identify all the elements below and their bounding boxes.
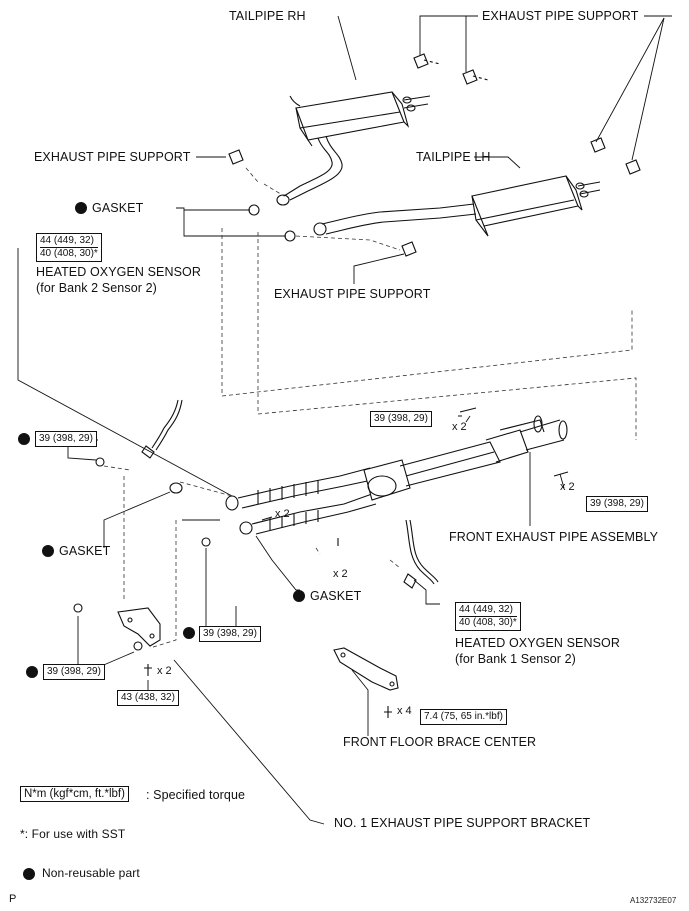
label-front-exhaust-pipe-assembly: FRONT EXHAUST PIPE ASSEMBLY	[449, 530, 659, 544]
tailpipe-lh-part	[313, 175, 601, 237]
torque-bank1-a: 44 (449, 32)	[459, 604, 513, 615]
label-heated-o2-bank2-sub: (for Bank 2 Sensor 2)	[36, 281, 157, 295]
label-heated-o2-bank2: HEATED OXYGEN SENSOR	[36, 265, 201, 279]
front-floor-brace-part	[333, 647, 399, 691]
footer-figure-id: A132732E07	[630, 896, 677, 905]
multiplier-x2-right: x 2	[560, 481, 575, 493]
label-tailpipe-lh: TAILPIPE LH	[416, 150, 491, 164]
legend-torque-unit: N*m (kgf*cm, ft.*lbf)	[20, 786, 129, 802]
torque-left-nut: 39 (398, 29)	[39, 433, 93, 444]
torque-box-bracket-bolt: 43 (438, 32)	[117, 690, 179, 706]
non-reusable-icon	[75, 202, 87, 214]
non-reusable-icon	[18, 433, 30, 445]
torque-bank2-b: 40 (408, 30)*	[40, 247, 98, 259]
support-bracket-part	[117, 607, 161, 647]
legend-non-reusable: Non-reusable part	[42, 866, 140, 880]
torque-box-bank2: 44 (449, 32) 40 (408, 30)*	[36, 233, 102, 262]
torque-bracket-left: 39 (398, 29)	[47, 666, 101, 677]
torque-bank1-b: 40 (408, 30)*	[459, 616, 517, 628]
torque-box-brace: 7.4 (75, 65 in.*lbf)	[420, 709, 507, 725]
label-gasket-mid: GASKET	[310, 589, 362, 603]
footer-page-letter: P	[9, 893, 17, 905]
label-front-floor-brace-center: FRONT FLOOR BRACE CENTER	[343, 735, 537, 749]
torque-box-left-nut: 39 (398, 29)	[35, 431, 97, 447]
multiplier-x2-pipe: x 2	[275, 508, 290, 520]
non-reusable-icon	[42, 545, 54, 557]
label-gasket-left: GASKET	[59, 544, 111, 558]
torque-box-bank1: 44 (449, 32) 40 (408, 30)*	[455, 602, 521, 631]
non-reusable-icon	[26, 666, 38, 678]
front-exhaust-pipe-part	[225, 415, 568, 535]
label-no1-support-bracket: NO. 1 EXHAUST PIPE SUPPORT BRACKET	[334, 816, 591, 830]
label-heated-o2-bank1-sub: (for Bank 1 Sensor 2)	[455, 652, 576, 666]
non-reusable-icon	[23, 868, 35, 880]
non-reusable-icon	[293, 590, 305, 602]
torque-center-bolt: 39 (398, 29)	[374, 413, 428, 424]
multiplier-x2-lower: x 2	[333, 568, 348, 580]
label-tailpipe-rh: TAILPIPE RH	[229, 9, 306, 23]
multiplier-x4-brace: x 4	[397, 705, 412, 717]
multiplier-x2-center: x 2	[452, 421, 467, 433]
multiplier-x2-bracket: x 2	[157, 665, 172, 677]
torque-bracket-mid: 39 (398, 29)	[203, 628, 257, 639]
label-gasket-top: GASKET	[92, 201, 144, 215]
label-exhaust-pipe-support-top: EXHAUST PIPE SUPPORT	[482, 9, 639, 23]
torque-bracket-bolt: 43 (438, 32)	[121, 692, 175, 703]
torque-box-right-bolt: 39 (398, 29)	[586, 496, 648, 512]
legend-sst-note: *: For use with SST	[20, 827, 126, 841]
torque-box-bracket-left: 39 (398, 29)	[43, 664, 105, 680]
torque-box-bracket-mid: 39 (398, 29)	[199, 626, 261, 642]
non-reusable-icon	[183, 627, 195, 639]
label-heated-o2-bank1: HEATED OXYGEN SENSOR	[455, 636, 620, 650]
torque-right-bolt: 39 (398, 29)	[590, 498, 644, 509]
label-exhaust-pipe-support-left: EXHAUST PIPE SUPPORT	[34, 150, 191, 164]
label-exhaust-pipe-support-mid: EXHAUST PIPE SUPPORT	[274, 287, 431, 301]
legend-torque-desc: : Specified torque	[146, 788, 246, 802]
torque-brace: 7.4 (75, 65 in.*lbf)	[424, 711, 503, 722]
torque-box-center-bolt: 39 (398, 29)	[370, 411, 432, 427]
torque-bank2-a: 44 (449, 32)	[40, 235, 94, 246]
tailpipe-rh-part	[276, 91, 431, 206]
